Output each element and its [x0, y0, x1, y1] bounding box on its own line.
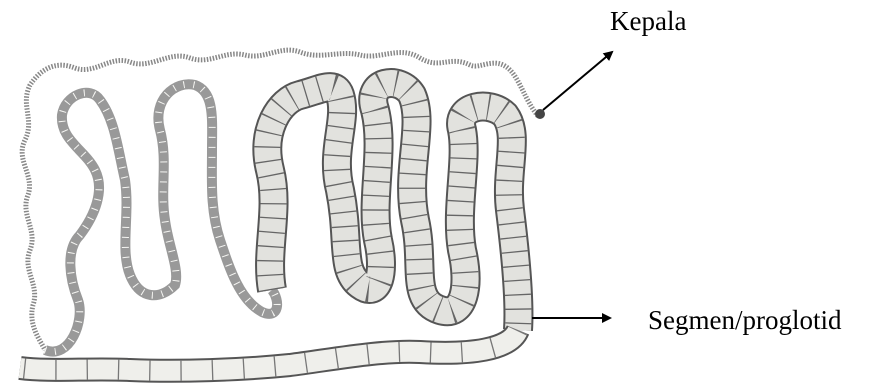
- head-pointer-arrow: [543, 52, 612, 110]
- head-label: Kepala: [610, 8, 686, 35]
- segment-label: Segmen/proglotid: [648, 307, 841, 334]
- mature-segments: [267, 83, 518, 330]
